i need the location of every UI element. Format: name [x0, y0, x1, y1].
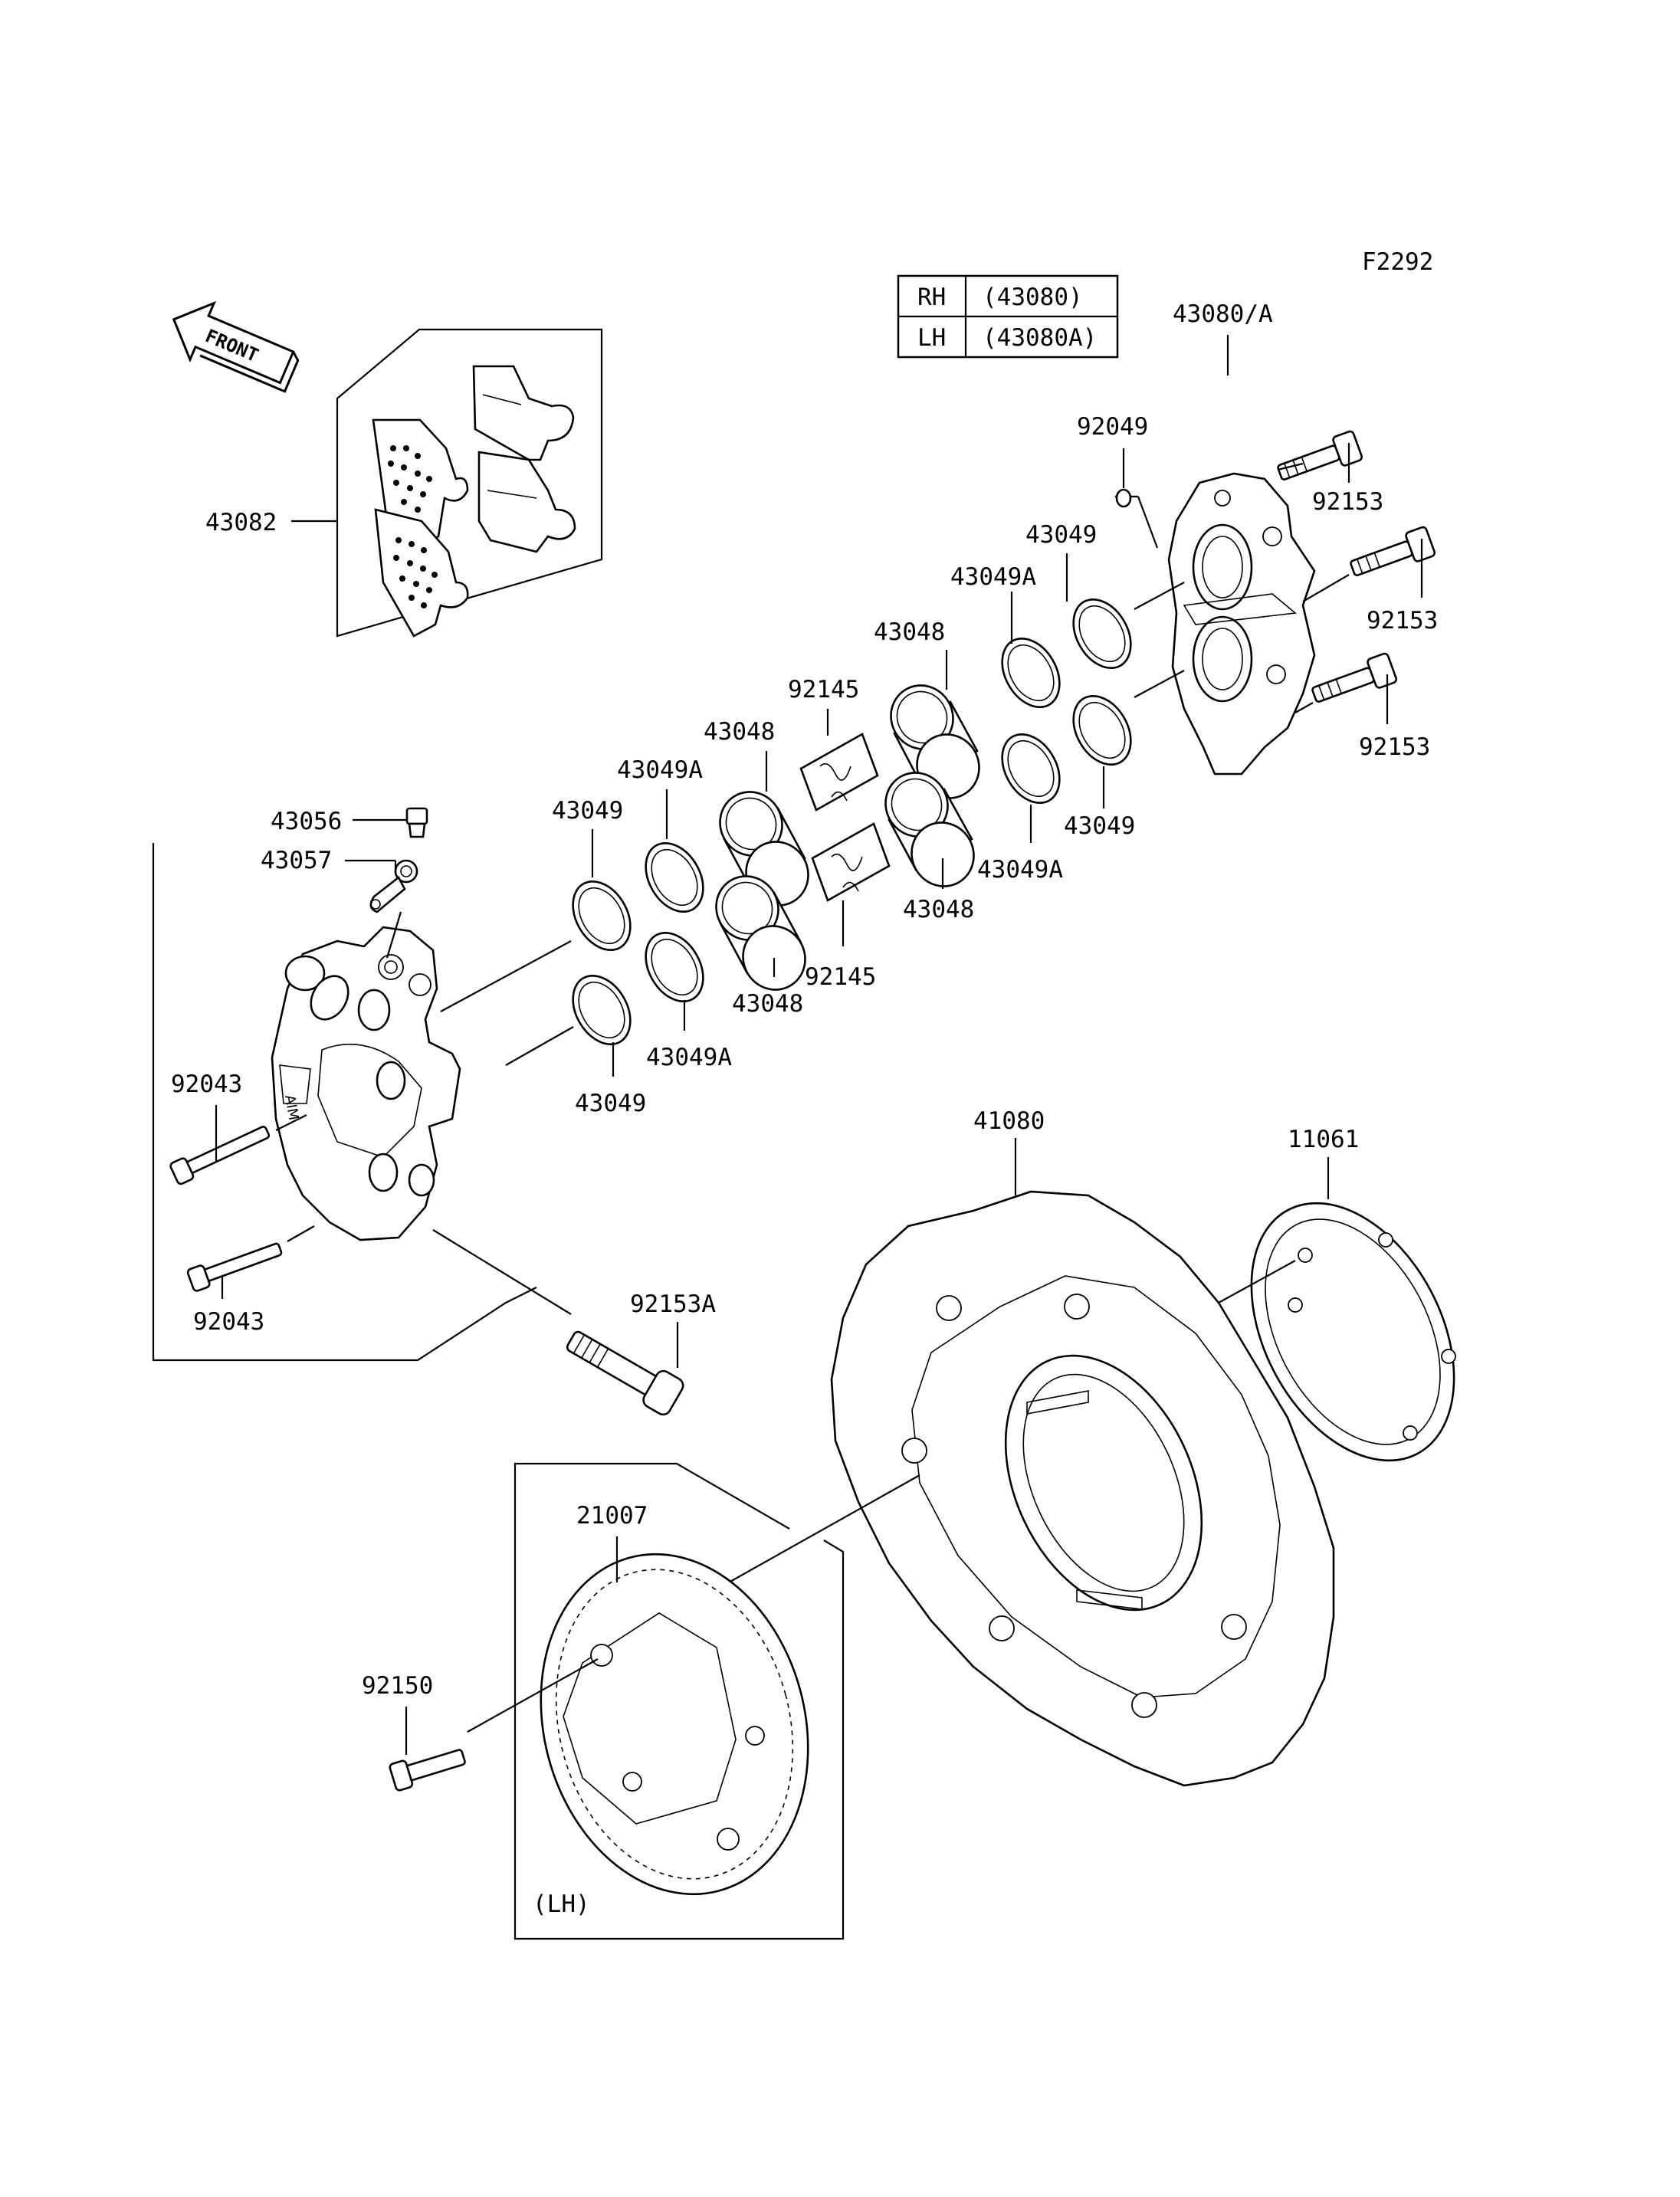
table-part-lh: (43080A)	[983, 324, 1097, 352]
seal-43049-left-top	[572, 880, 632, 952]
callout-spring-top: 92145	[788, 676, 859, 703]
piston-43048-right-top	[890, 684, 980, 799]
seal-43049-right-bottom	[1072, 694, 1132, 766]
seal-43049a-left-top	[645, 841, 704, 913]
seal-43049-left-bottom	[572, 974, 632, 1046]
callout-seal-b-l-top: 43049A	[617, 756, 703, 784]
callout-shim: 11061	[1288, 1126, 1359, 1153]
pin-92043-upper	[169, 1126, 271, 1185]
rotor-bolt-92150	[389, 1749, 466, 1792]
callout-bleeder-valve: 43056	[271, 808, 342, 835]
seal-43049a-right-bottom	[1001, 733, 1061, 805]
brake-pad-set	[372, 365, 576, 638]
bolt-92153a	[566, 1330, 684, 1416]
callout-pin-upper: 92043	[171, 1071, 242, 1098]
callout-piston-l-bot: 43048	[732, 990, 803, 1018]
callout-pin-lower: 92043	[193, 1308, 264, 1336]
callout-piston-r-bot: 43048	[903, 896, 974, 923]
figure-code: F2292	[1362, 248, 1433, 276]
callout-washer: 92049	[1077, 413, 1148, 441]
caliper-assy-outline	[152, 843, 537, 1362]
washer-92049	[1115, 488, 1132, 508]
callout-bleeder-cap: 43057	[261, 847, 332, 874]
bolt-92153-bottom	[1311, 652, 1398, 703]
callout-bolt-mid: 92153	[1367, 607, 1438, 635]
callout-seal-b-r-bot: 43049A	[977, 856, 1063, 884]
front-arrow-icon: FRONT	[172, 300, 300, 393]
pin-92043-lower	[186, 1242, 283, 1292]
callout-disc: 41080	[973, 1107, 1045, 1135]
side-table: RH (43080) LH (43080A)	[897, 274, 1119, 359]
callout-spring-bot: 92145	[805, 963, 876, 991]
callout-bolt-bottom: 92153	[1359, 733, 1430, 761]
brake-disc-41080	[830, 1190, 1335, 1787]
inset-note: (LH)	[533, 1890, 590, 1918]
callout-pads: 43082	[205, 509, 277, 536]
bleeder-valve-43056	[405, 807, 428, 838]
callout-seal-b-r-top: 43049A	[950, 563, 1036, 591]
callout-bolt-top: 92153	[1312, 488, 1383, 516]
sensor-rotor-inset	[514, 1462, 845, 1940]
seal-43049a-right-top	[1001, 637, 1061, 709]
seal-43049a-left-bottom	[645, 931, 704, 1003]
caliper-right-half	[1167, 472, 1316, 776]
callout-seal-a-r-top: 43049	[1025, 521, 1097, 549]
callout-seal-a-r-bot: 43049	[1064, 812, 1135, 840]
bleeder-cap-43057	[369, 859, 418, 913]
table-side-rh: RH	[917, 284, 946, 311]
table-part-rh: (43080)	[983, 284, 1083, 311]
callout-seal-a-l-top: 43049	[552, 797, 623, 825]
seal-43049-right-top	[1072, 598, 1132, 670]
sensor-rotor-21007	[540, 1553, 809, 1896]
bolt-92153-mid	[1350, 526, 1436, 576]
pads-box	[336, 328, 603, 638]
callout-caliper-assy: 43080/A	[1173, 300, 1273, 328]
callout-piston-r-top: 43048	[874, 618, 945, 646]
caliper-left-half: AIM	[271, 926, 461, 1241]
table-side-lh: LH	[917, 324, 946, 352]
callout-piston-l-top: 43048	[704, 718, 775, 746]
callout-sensor-rotor: 21007	[576, 1502, 648, 1530]
shim-11061	[1250, 1202, 1456, 1462]
piston-43048-right-bottom	[884, 772, 975, 887]
spring-92145-top	[799, 733, 879, 812]
callout-seal-b-l-bot: 43049A	[646, 1044, 732, 1071]
callout-seal-a-l-bot: 43049	[575, 1090, 646, 1117]
callout-rotor-bolt: 92150	[362, 1672, 433, 1700]
callout-bolt-a: 92153A	[630, 1290, 716, 1318]
spring-92145-bottom	[811, 822, 891, 902]
bolt-92153-top	[1277, 430, 1363, 480]
